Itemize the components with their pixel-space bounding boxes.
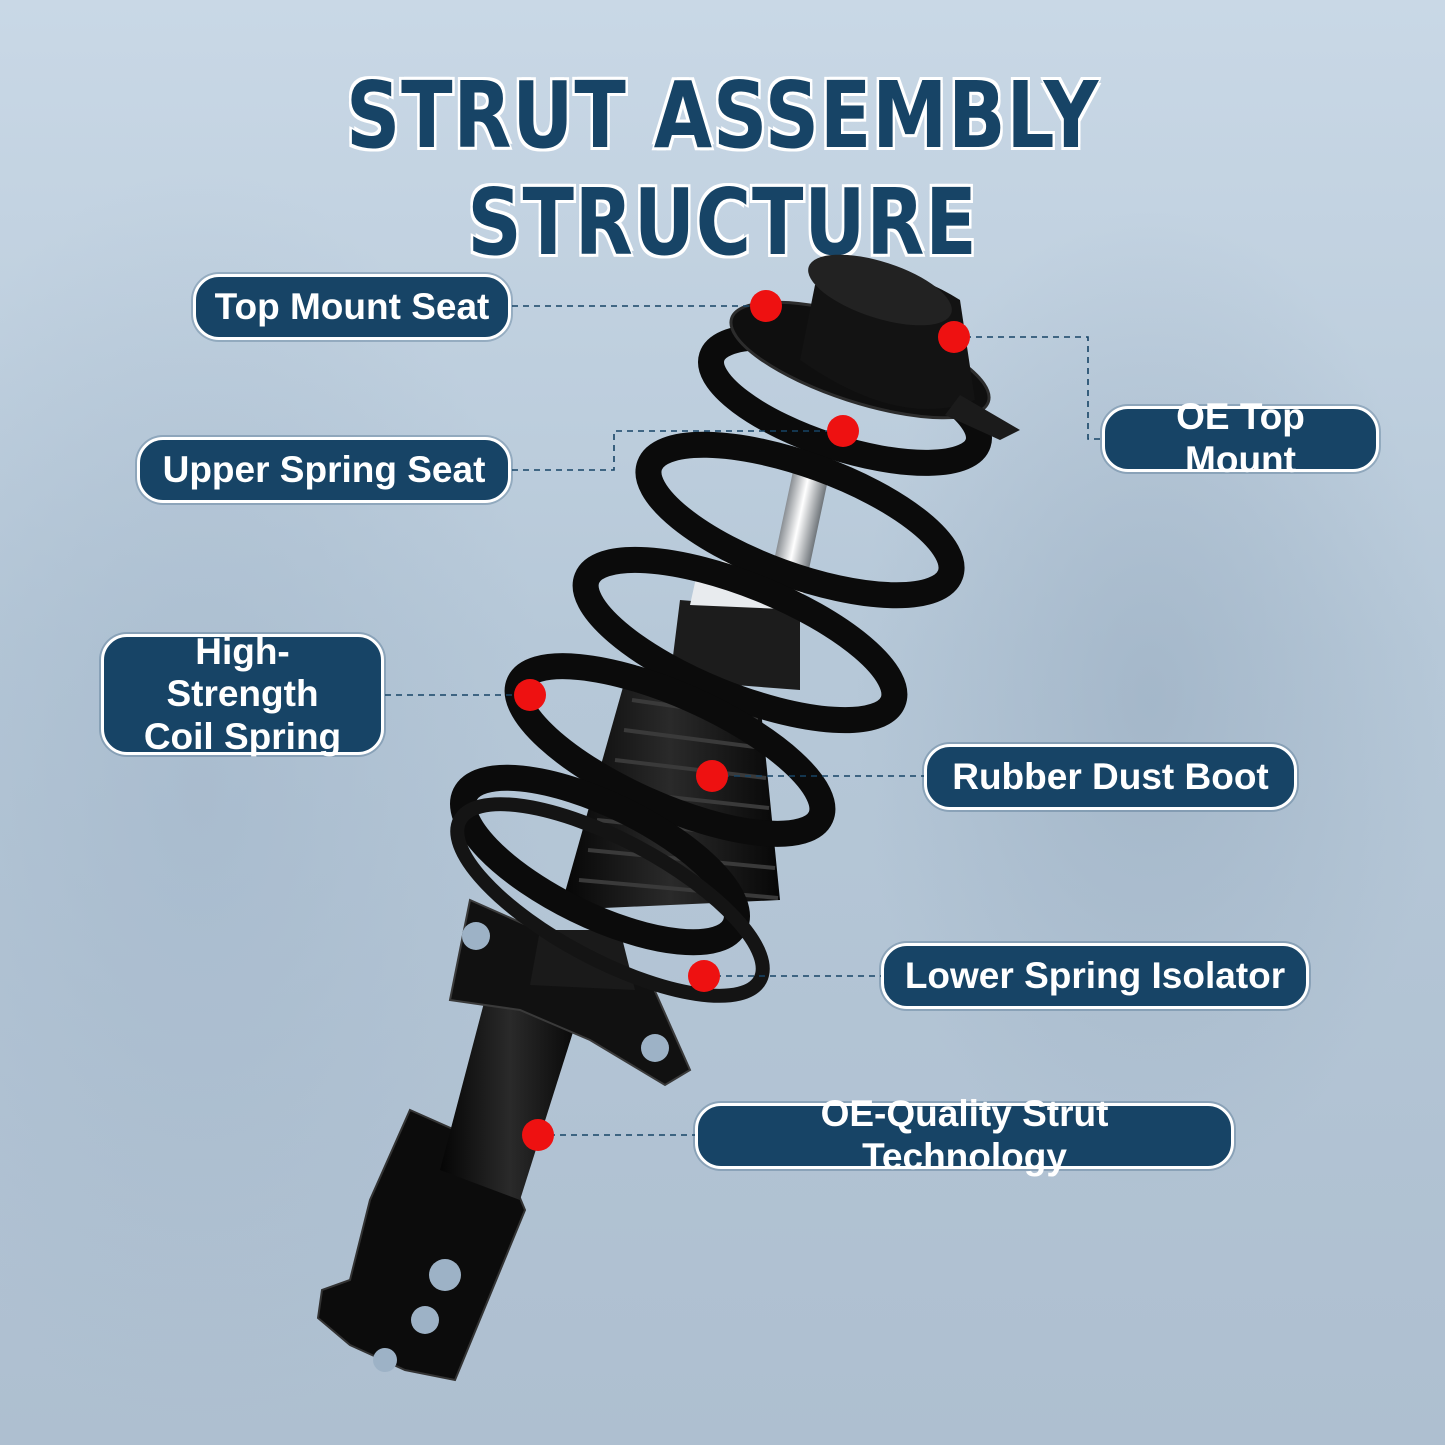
label-text: Upper Spring Seat — [162, 448, 486, 490]
label-text: OE Top Mount — [1176, 396, 1305, 480]
marker-lower-spring-isolator — [688, 960, 720, 992]
label-oe-top-mount: OE Top Mount — [1102, 396, 1379, 480]
marker-top-mount-seat — [750, 290, 782, 322]
marker-coil-spring — [514, 679, 546, 711]
label-text: Lower Spring Isolator — [904, 954, 1286, 996]
label-text-line1: High-Strength — [166, 630, 319, 715]
label-upper-spring-seat: Upper Spring Seat — [137, 437, 511, 503]
markers — [514, 290, 970, 1151]
piston-rod — [772, 459, 830, 582]
label-strut-technology: OE-Quality Strut Technology — [695, 1093, 1234, 1177]
marker-dust-boot — [696, 760, 728, 792]
marker-oe-top-mount — [938, 321, 970, 353]
lower-spring-isolator-plate — [450, 797, 770, 1003]
marker-strut-technology — [522, 1119, 554, 1151]
marker-upper-spring-seat — [827, 415, 859, 447]
label-coil-spring: High-Strength Coil Spring — [101, 630, 384, 757]
page-title: STRUT ASSEMBLY STRUCTURE — [345, 61, 1100, 278]
label-lower-spring-isolator: Lower Spring Isolator — [881, 943, 1309, 1009]
leader-lines — [385, 305, 1100, 1136]
label-text-line2: Coil Spring — [143, 715, 342, 757]
label-text: Top Mount Seat — [214, 285, 490, 327]
label-text: Rubber Dust Boot — [952, 755, 1269, 797]
label-top-mount-seat: Top Mount Seat — [193, 274, 511, 340]
label-text: OE-Quality Strut Technology — [820, 1093, 1109, 1177]
top-mount — [729, 254, 1020, 440]
label-rubber-dust-boot: Rubber Dust Boot — [924, 744, 1297, 810]
